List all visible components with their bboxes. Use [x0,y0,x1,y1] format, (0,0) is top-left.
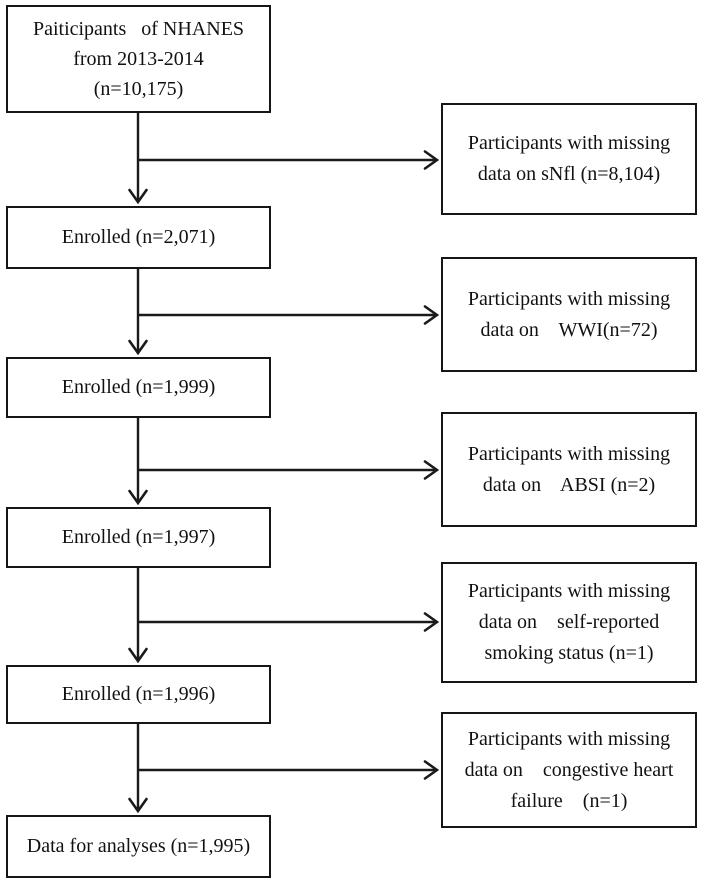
box-excluded-smoking-status: Participants with missing data on self-r… [441,562,697,683]
box-text-line: Paiticipants of NHANES [32,18,245,40]
box-text-line: smoking status (n=1) [484,642,654,664]
box-enrolled-4: Enrolled (n=1,996) [6,665,271,724]
box-enrolled-3: Enrolled (n=1,997) [6,507,271,568]
box-text-line: data on ABSI (n=2) [482,473,656,496]
box-data-for-analyses: Data for analyses (n=1,995) [6,815,271,878]
box-text-line: Participants with missing [467,287,671,310]
box-text-line: (n=10,175) [93,78,184,100]
box-enrolled-2: Enrolled (n=1,999) [6,357,271,418]
box-text-line: Data for analyses (n=1,995) [26,835,251,857]
box-text-line: Enrolled (n=1,997) [61,526,216,548]
box-text-line: data on sNfl (n=8,104) [477,163,661,185]
box-text-line: Enrolled (n=2,071) [61,226,216,248]
box-excluded-absi: Participants with missing data on ABSI (… [441,412,697,527]
box-text-line: Enrolled (n=1,999) [61,376,216,398]
box-text-line: data on congestive heart [464,758,674,781]
box-text-line: Participants with missing [467,442,671,465]
box-text-line: Participants with missing [467,727,671,750]
box-text-line: data on WWI(n=72) [480,318,658,341]
box-excluded-wwi: Participants with missing data on WWI(n=… [441,257,697,372]
box-text-line: Enrolled (n=1,996) [61,683,216,705]
box-text-line: data on self-reported [478,611,660,633]
box-text-line: failure (n=1) [510,789,628,812]
box-enrolled-1: Enrolled (n=2,071) [6,206,271,269]
box-text-line: Participants with missing [467,580,671,602]
box-text-line: from 2013-2014 [73,48,204,70]
box-excluded-snfl: Participants with missing data on sNfl (… [441,103,697,215]
box-excluded-congestive-heart-failure: Participants with missing data on conges… [441,712,697,828]
box-text-line: Participants with missing [467,132,671,154]
box-participants: Paiticipants of NHANES from 2013-2014 (n… [6,5,271,113]
